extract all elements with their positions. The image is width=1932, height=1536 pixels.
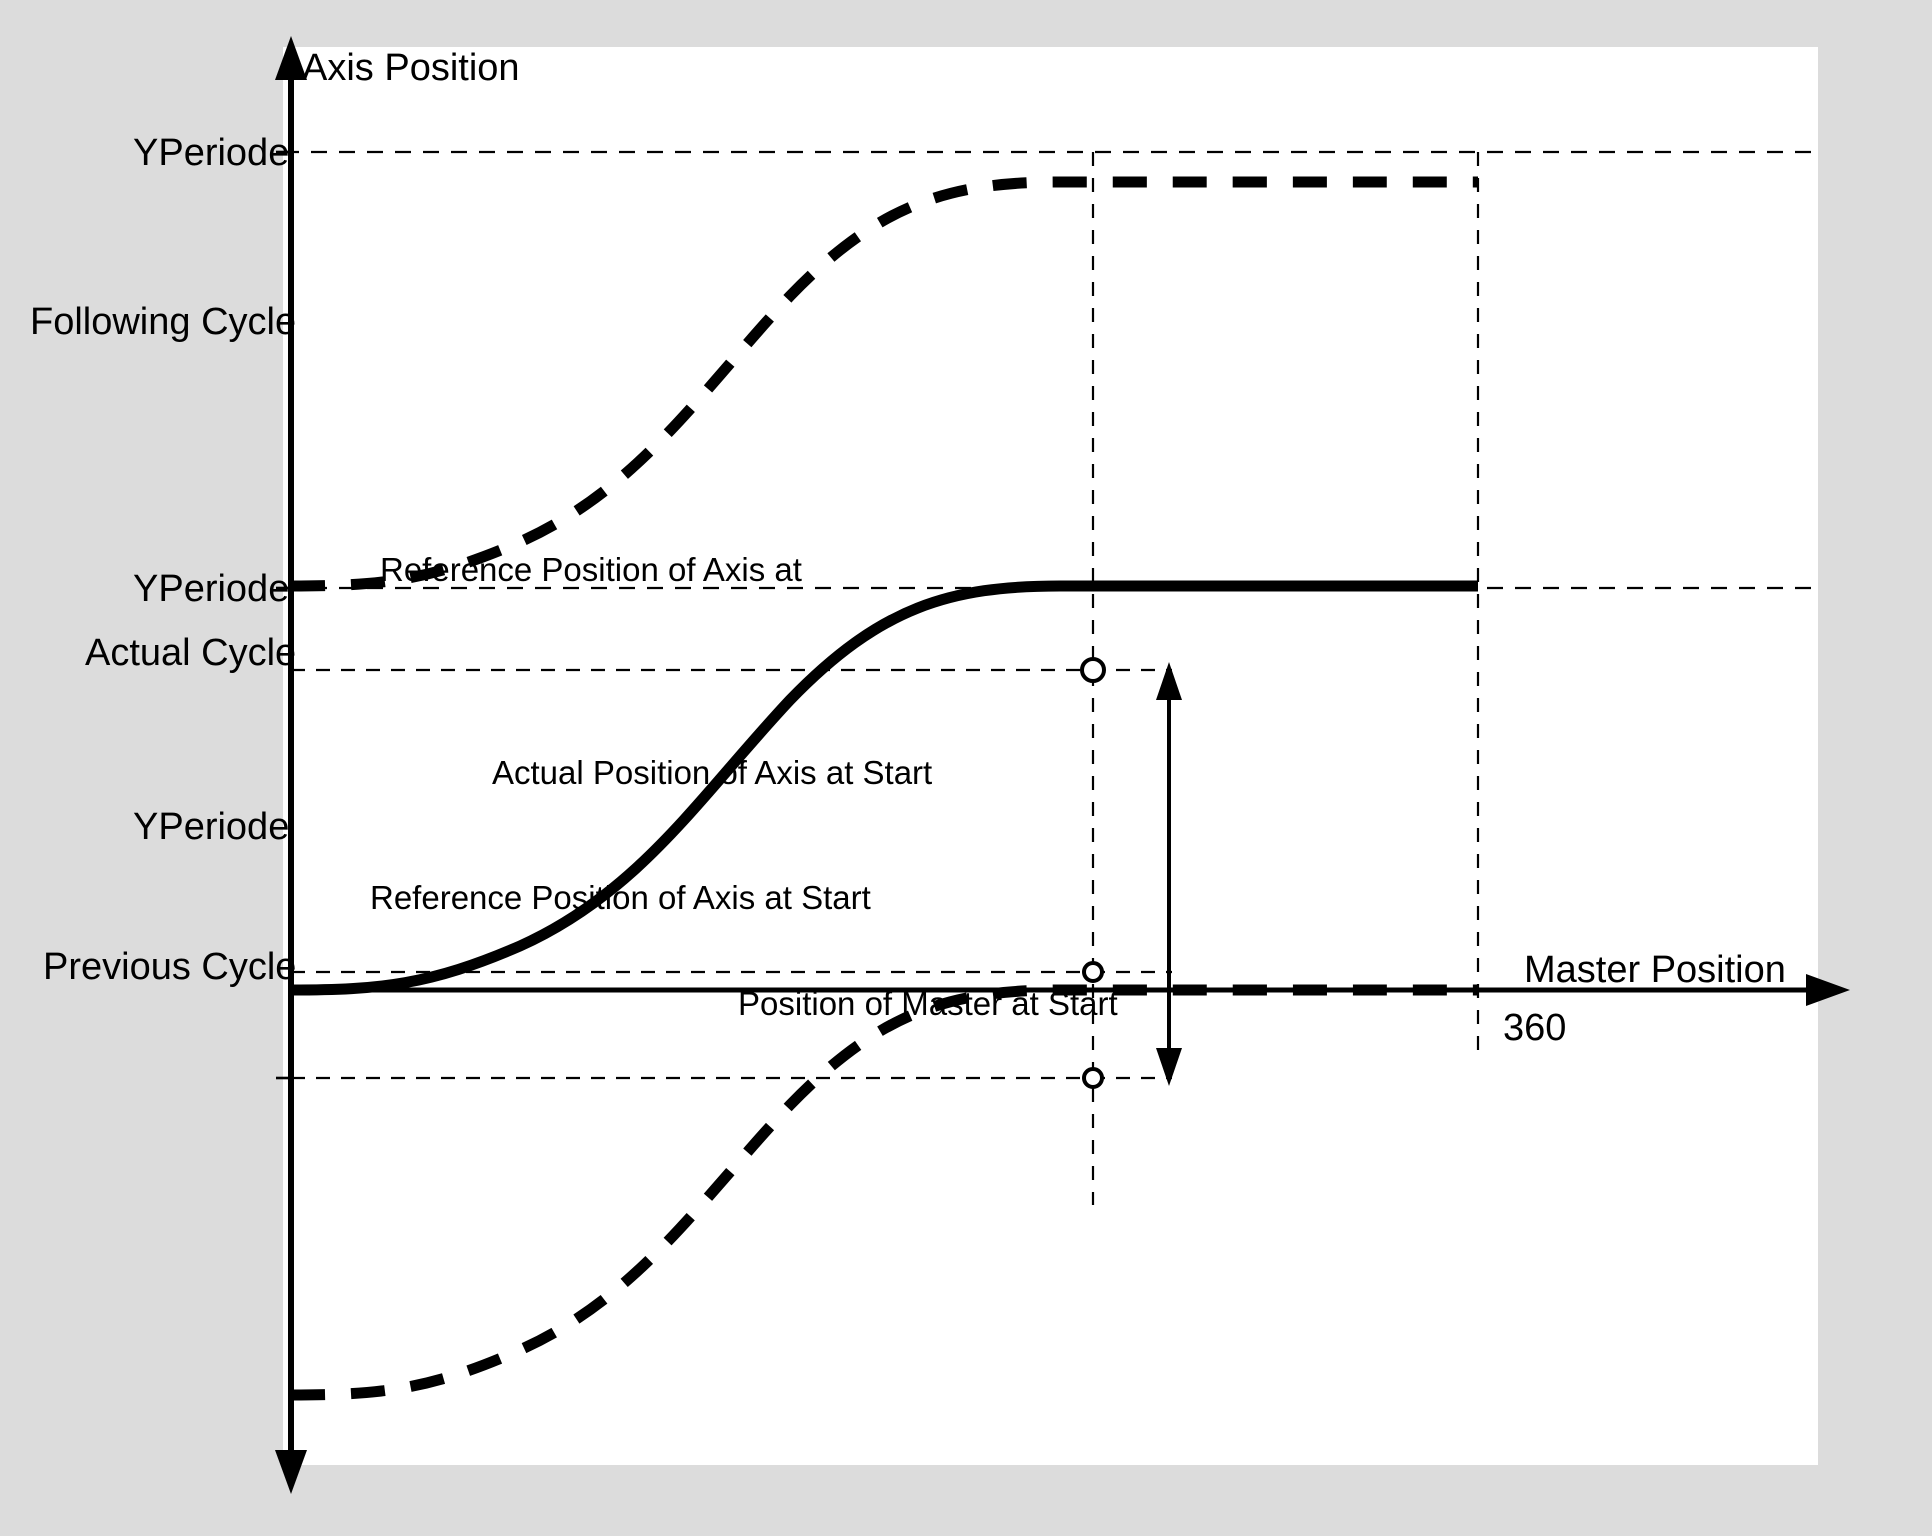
curve-actual-cycle <box>290 580 1478 996</box>
label-yperiode-mid: YPeriode <box>133 568 290 610</box>
annotation-actual-position-of-axis-at-start: Actual Position of Axis at Start <box>492 754 933 791</box>
horizontal-reference-lines <box>283 150 1818 590</box>
label-yperiode-bottom: YPeriode <box>133 806 290 848</box>
x-axis-title: Master Position <box>1524 949 1786 991</box>
y-axis-arrow-down <box>275 1450 307 1494</box>
x-axis-tick-label-360: 360 <box>1503 1007 1567 1049</box>
x-axis-arrow-right <box>1806 974 1850 1006</box>
label-previous-cycle: Previous Cycle <box>43 946 297 988</box>
annotation-reference-position-of-axis-at: Reference Position of Axis at <box>380 551 802 588</box>
label-following-cycle: Following Cycle <box>30 301 297 343</box>
marker-reference-position-axis-start[interactable] <box>1082 1067 1104 1089</box>
vertical-reference-lines <box>1091 152 1480 1205</box>
y-axis-arrow-up <box>275 36 307 80</box>
marker-reference-lines <box>291 668 1172 1080</box>
offset-arrow-head-up <box>1156 662 1182 700</box>
marker-reference-position-axis-at[interactable] <box>1080 657 1106 683</box>
annotation-position-of-master-at-start: Position of Master at Start <box>738 985 1118 1022</box>
offset-double-arrow <box>1156 662 1182 1086</box>
offset-arrow-head-down <box>1156 1048 1182 1086</box>
y-axis-title: Axis Position <box>302 47 520 89</box>
y-axis-ticks <box>276 150 291 1080</box>
curve-following-cycle <box>290 176 1479 592</box>
y-axis <box>275 36 307 1494</box>
label-yperiode-top: YPeriode <box>133 132 290 174</box>
label-actual-cycle: Actual Cycle <box>85 632 297 674</box>
curve-previous-cycle <box>290 984 1478 1401</box>
marker-actual-position-axis-start[interactable] <box>1082 961 1104 983</box>
plot-background <box>283 47 1818 1465</box>
data-point-markers <box>1080 657 1106 1089</box>
annotation-reference-position-of-axis-at-start: Reference Position of Axis at Start <box>370 879 871 916</box>
